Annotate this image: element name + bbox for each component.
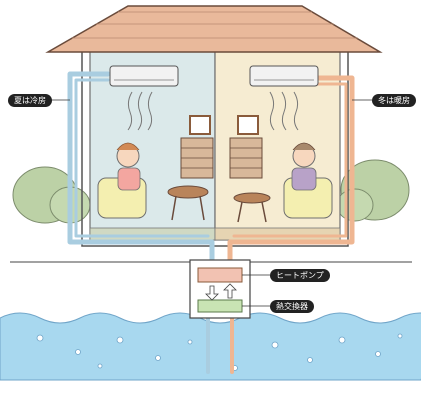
cool-pipe <box>67 71 215 265</box>
airflow-cool <box>127 91 153 131</box>
dresser-right <box>229 137 263 179</box>
person-left-in-armchair <box>97 142 147 219</box>
picture-frame-left <box>189 115 211 135</box>
label-summer-cooling: 夏は冷房 <box>8 94 52 107</box>
roof <box>45 5 383 53</box>
air-conditioner-left <box>109 65 179 87</box>
heat-exchanger-unit <box>197 299 243 313</box>
airflow-warm <box>269 91 299 131</box>
ground-pipes <box>206 314 234 374</box>
air-conditioner-right <box>249 65 319 87</box>
underground-water <box>0 312 421 381</box>
picture-frame-right <box>237 115 259 135</box>
label-heat-exchanger: 熱交換器 <box>270 300 314 313</box>
table-left <box>167 185 209 221</box>
heat-pump-unit <box>197 267 243 283</box>
equipment-housing <box>189 259 251 319</box>
arrow-up-icon <box>223 283 237 299</box>
label-heat-pump: ヒートポンプ <box>270 269 330 282</box>
person-right-in-armchair <box>283 142 333 219</box>
table-right <box>233 192 271 223</box>
warm-pipe <box>227 75 355 265</box>
pipes <box>67 71 355 265</box>
dresser-left <box>180 137 214 179</box>
arrow-down-icon <box>205 285 219 301</box>
label-winter-heating: 冬は暖房 <box>372 94 416 107</box>
